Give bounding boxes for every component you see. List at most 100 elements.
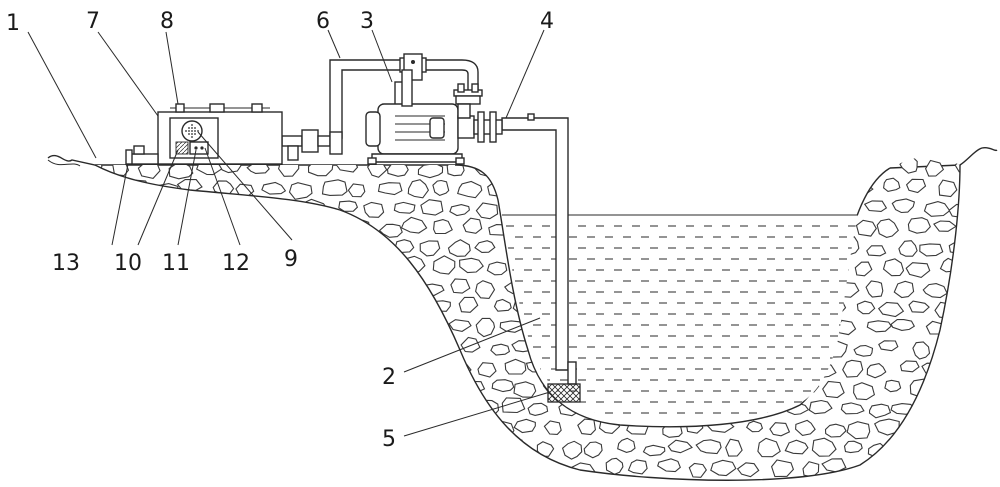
rock-stone [318,220,342,237]
rock-stone [854,261,873,277]
rock-stone [249,278,273,298]
rock-stone [582,200,606,213]
rock-stone [657,458,681,473]
rock-stone [939,257,960,273]
rock-stone [674,159,696,176]
rock-stone [68,383,94,398]
rock-stone [289,342,314,354]
rock-stone [911,419,936,435]
rock-stone [349,381,370,398]
rock-stone [112,202,130,219]
rock-stone [627,459,648,475]
rock-stone [407,179,430,199]
rock-stone [264,260,282,275]
mesh-dot [191,136,193,138]
rock-stone [615,163,636,178]
rock-stone [95,461,117,478]
rock-stone [458,296,479,313]
rock-stone [69,344,90,357]
rock-stone [119,462,145,478]
rock-stone [905,262,931,279]
label-10: 10 [114,251,142,276]
rock-stone [342,419,369,436]
rock-stone [377,182,403,196]
rock-stone [617,437,636,453]
rock-stone [969,381,989,395]
label-8: 8 [160,9,174,34]
rock-stone [98,180,119,194]
rock-stone [406,298,433,315]
rock-stone [112,358,137,373]
rock-stone [475,202,499,220]
rock-stone [294,301,317,317]
rock-stone [919,243,944,257]
rock-stone [695,439,722,455]
rock-stone [95,340,118,360]
rock-stone [264,382,289,399]
rock-stone [585,159,608,172]
rock-stone [912,341,931,360]
rock-stone [139,236,164,254]
rock-stone [95,303,97,316]
rock-stone [53,204,74,217]
mesh-dot [185,130,187,132]
rock-stone [843,440,863,454]
drain-valve [125,145,159,165]
rock-stone [979,163,995,180]
rock-stone [571,183,601,197]
rock-stone [939,340,960,355]
pipe-valve-knob [527,113,535,121]
rock-stone [394,359,416,377]
rock-stone [254,397,274,415]
rock-stone [985,203,1000,220]
rock-stone [491,379,515,393]
rock-stone [784,439,809,455]
rock-stone [949,401,960,417]
rock-stone [324,381,345,395]
rock-stone [757,437,781,458]
rock-stone [126,379,147,394]
rock-stone [350,339,370,357]
rock-stone [255,237,274,252]
rock-stone [268,222,287,240]
rock-stone [210,421,229,434]
rock-stone [288,381,314,400]
rock-stone [98,423,124,438]
rock-stone [938,460,956,473]
rock-stone [933,220,957,232]
rock-stone [979,445,998,457]
rock-stone [390,319,409,340]
rock-stone [233,343,259,357]
rock-stone [449,204,471,217]
rock-stone [316,461,342,477]
rock-stone [490,343,511,356]
rock-stone [420,441,444,457]
rock-stone [836,157,855,175]
rock-stone [423,322,444,338]
rock-stone [211,219,228,239]
rock-stone [905,178,927,194]
rock-stone [846,421,871,440]
rock-stone [769,182,788,196]
rock-stone [702,162,725,175]
mesh-dot [191,124,193,126]
rock-stone [193,320,214,336]
leader-lines [27,29,551,437]
label-9: 9 [284,247,298,272]
rock-stone [795,419,816,436]
rock-stone [432,255,456,275]
rock-stone [95,318,103,333]
rock-stone [513,418,536,434]
rock-stone [278,360,300,373]
outlet-flange [473,111,503,143]
rock-stone [948,203,960,219]
rock-stone [840,402,865,415]
rock-stone [95,300,119,315]
rock-stone [736,462,760,478]
rock-stone [364,321,386,338]
rock-stone [378,223,403,238]
rock-stone [938,179,958,198]
rock-stone [477,437,497,454]
rock-stone [259,298,286,312]
rock-stone [920,442,942,458]
